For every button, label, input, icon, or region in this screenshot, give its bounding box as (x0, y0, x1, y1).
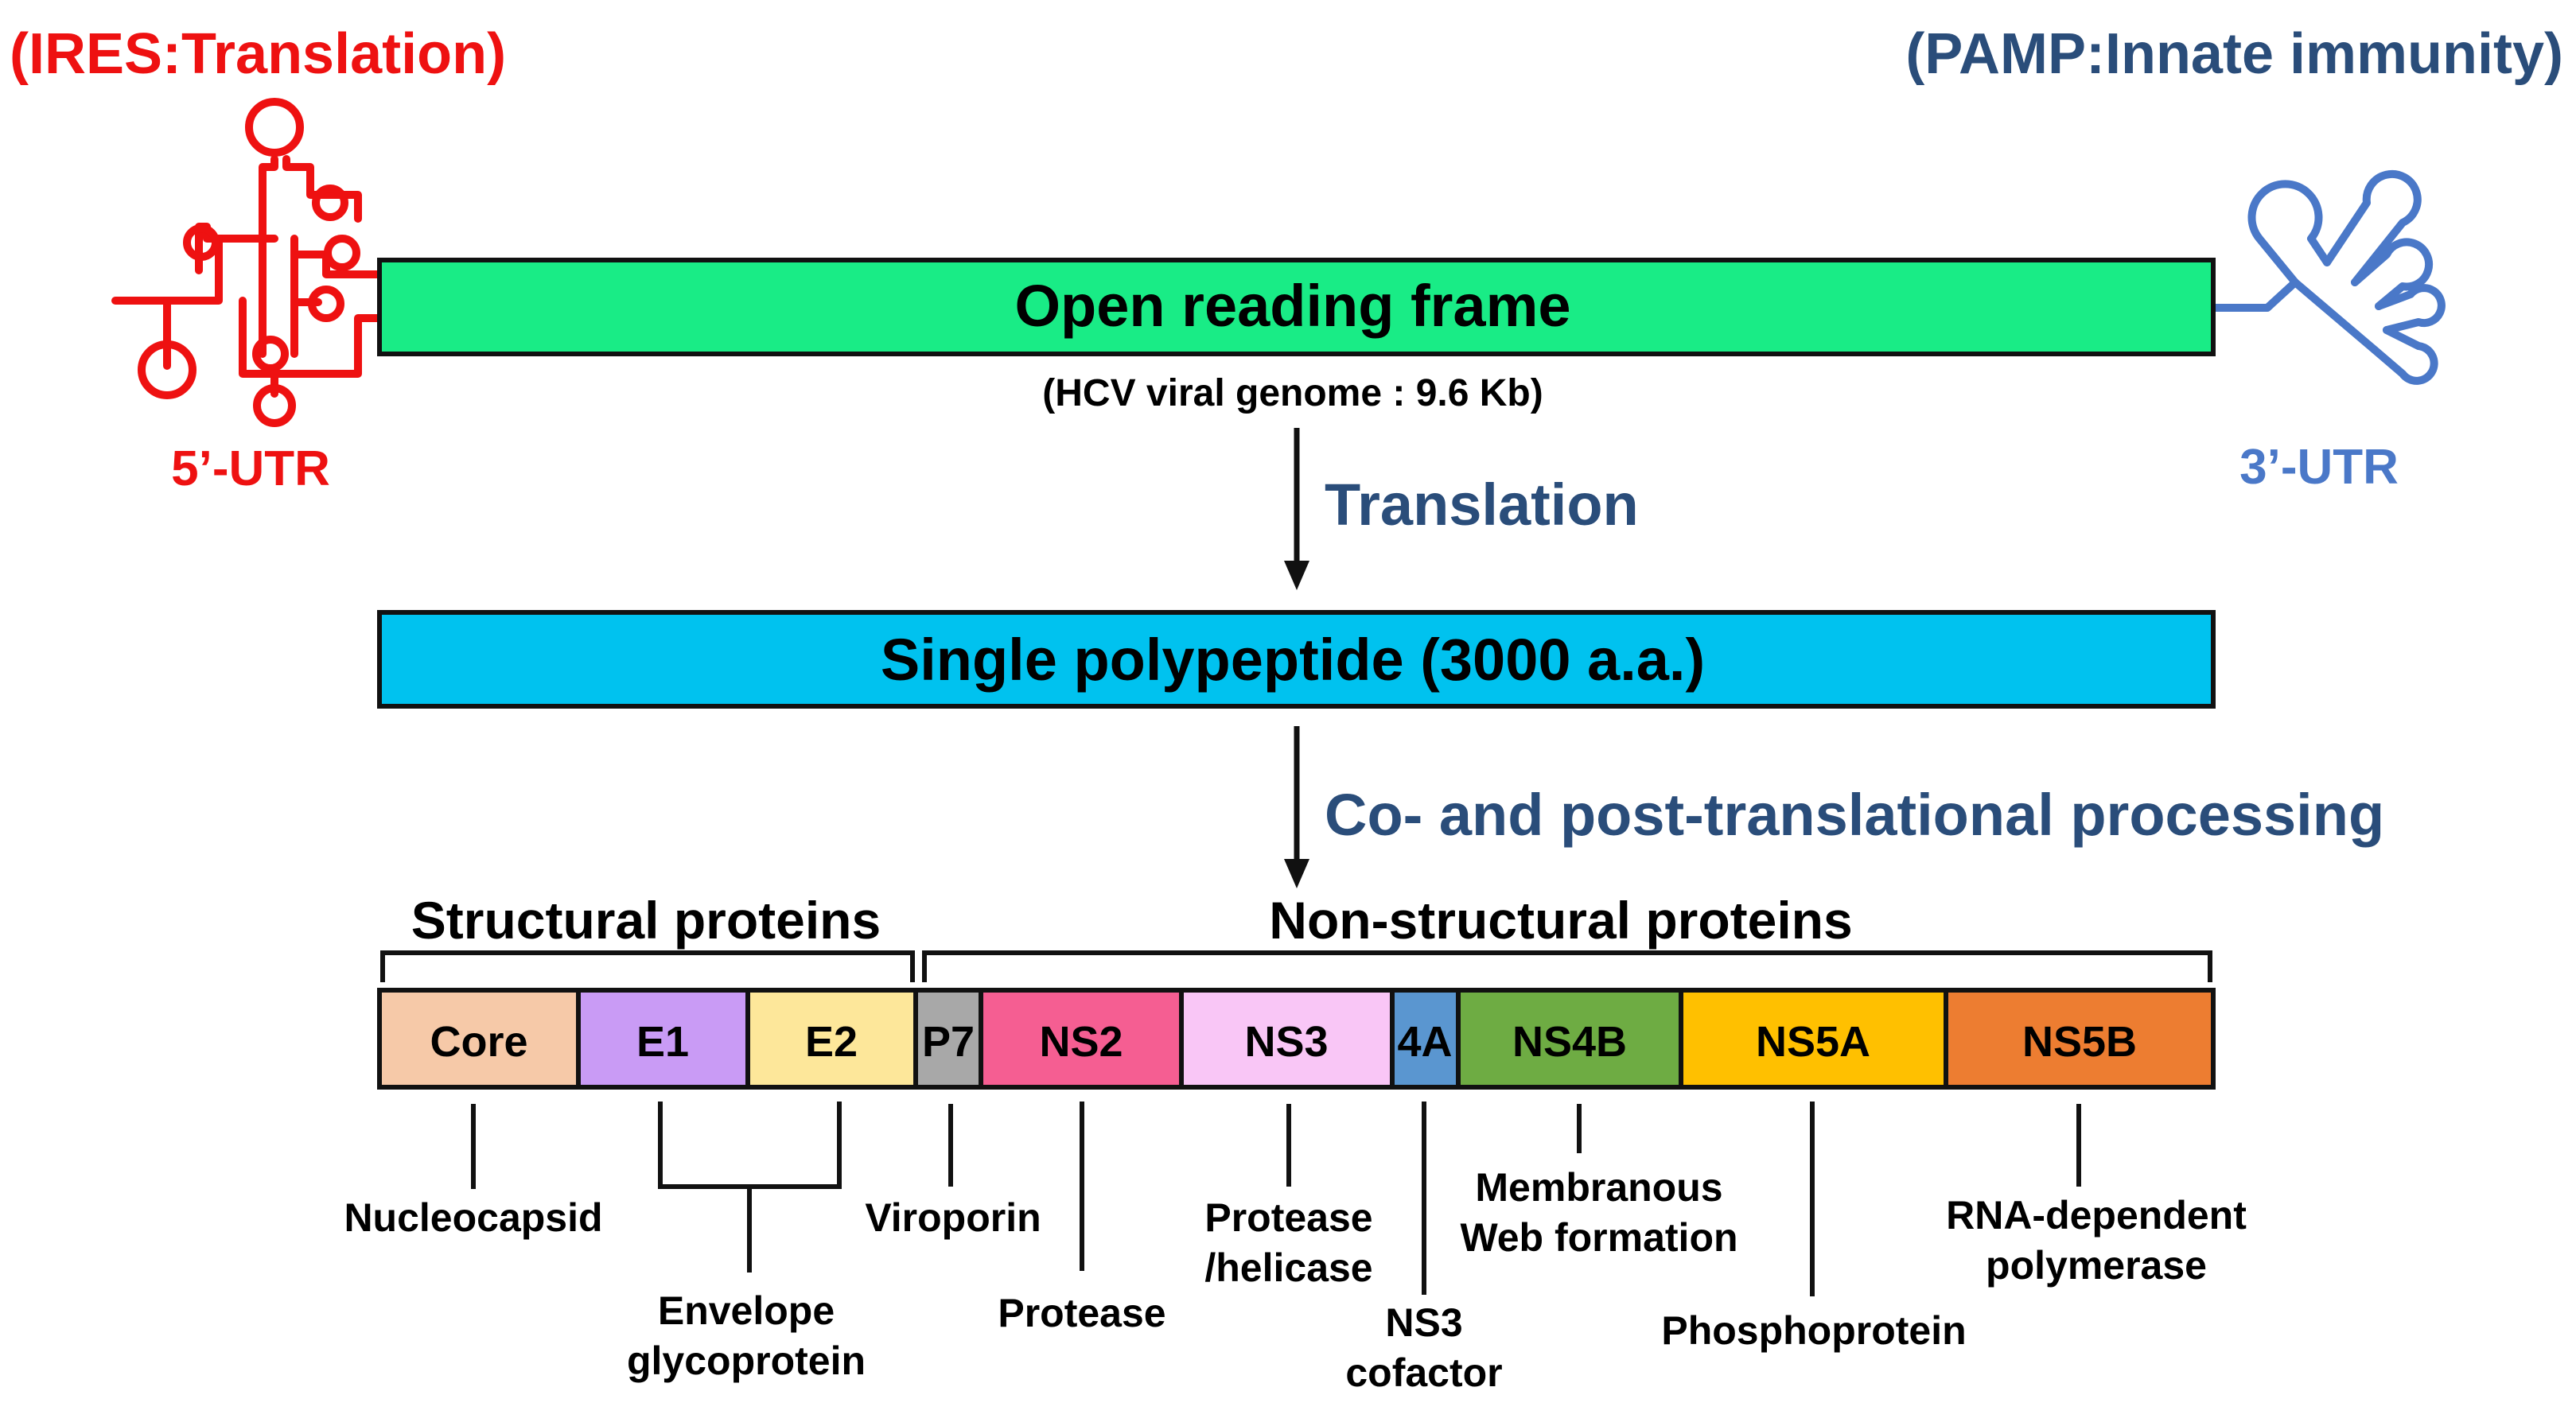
function-viroporin: Viroporin (865, 1195, 1041, 1240)
segment-ns3 (1179, 988, 1395, 1090)
segment-label-ns4b: NS4B (1512, 1018, 1627, 1066)
polypeptide-bar (377, 610, 2216, 709)
segment-label-core: Core (430, 1018, 527, 1066)
processing-arrowhead (1284, 859, 1309, 888)
orf-bar (377, 258, 2216, 356)
segment-label-ns5b: NS5B (2022, 1018, 2137, 1066)
genome-caption: (HCV viral genome : 9.6 Kb) (1042, 372, 1543, 414)
segment-core (377, 988, 581, 1090)
segment-e1 (576, 988, 750, 1090)
segment-label-p7: P7 (922, 1018, 975, 1066)
function-rdrp-line1: RNA-dependent (1946, 1193, 2247, 1238)
segment-label-ns4a: 4A (1397, 1018, 1452, 1066)
translation-step-label: Translation (1325, 472, 1639, 538)
function-ns3-line1: Protease (1204, 1195, 1372, 1240)
segment-ns4b (1456, 988, 1683, 1090)
function-membranous-line2: Web formation (1460, 1215, 1737, 1260)
segment-e2 (745, 988, 918, 1090)
protein-segments: Core E1 E2 P7 NS2 NS3 4A NS4B NS5A NS5B (377, 988, 2216, 1090)
orf-label: Open reading frame (1014, 273, 1570, 339)
function-protease: Protease (998, 1291, 1165, 1335)
segment-label-e1: E1 (636, 1018, 689, 1066)
function-rdrp-line2: polymerase (1986, 1243, 2207, 1288)
segment-label-ns5a: NS5A (1756, 1018, 1870, 1066)
structural-bracket (380, 950, 915, 982)
utr3-structure-icon (2209, 169, 2446, 385)
processing-step-label: Co- and post-translational processing (1325, 782, 2384, 848)
function-labels: Nucleocapsid Envelope glycoprotein Virop… (344, 1165, 2247, 1395)
translation-arrowhead (1284, 561, 1309, 590)
function-nucleocapsid: Nucleocapsid (344, 1195, 602, 1240)
utr3-label: 3’-UTR (2239, 440, 2399, 495)
segment-p7 (913, 988, 983, 1090)
pamp-title: (PAMP:Innate immunity) (1905, 22, 2563, 86)
function-phosphoprotein: Phosphoprotein (1661, 1308, 1966, 1353)
function-envelope-line2: glycoprotein (627, 1339, 866, 1383)
ires-structure-icon (111, 98, 382, 427)
structural-proteins-heading: Structural proteins (411, 891, 881, 950)
segment-ns5b (1944, 988, 2216, 1090)
nonstructural-bracket (922, 950, 2212, 982)
function-cofactor-line1: NS3 (1385, 1300, 1462, 1345)
segment-ns5a (1679, 988, 1948, 1090)
utr5-label: 5’-UTR (171, 441, 330, 496)
segment-label-ns2: NS2 (1039, 1018, 1123, 1066)
segment-ns2 (979, 988, 1184, 1090)
function-cofactor-line2: cofactor (1345, 1350, 1502, 1395)
ires-title: (IRES:Translation) (10, 22, 506, 86)
segment-label-ns3: NS3 (1244, 1018, 1328, 1066)
nonstructural-proteins-heading: Non-structural proteins (1269, 891, 1852, 950)
function-ns3-line2: /helicase (1204, 1245, 1372, 1290)
function-membranous-line1: Membranous (1475, 1165, 1722, 1210)
segment-ns4a (1390, 988, 1461, 1090)
function-connectors (471, 1102, 2081, 1296)
polypeptide-label: Single polypeptide (3000 a.a.) (881, 627, 1705, 693)
function-envelope-line1: Envelope (658, 1288, 835, 1333)
segment-label-e2: E2 (805, 1018, 858, 1066)
